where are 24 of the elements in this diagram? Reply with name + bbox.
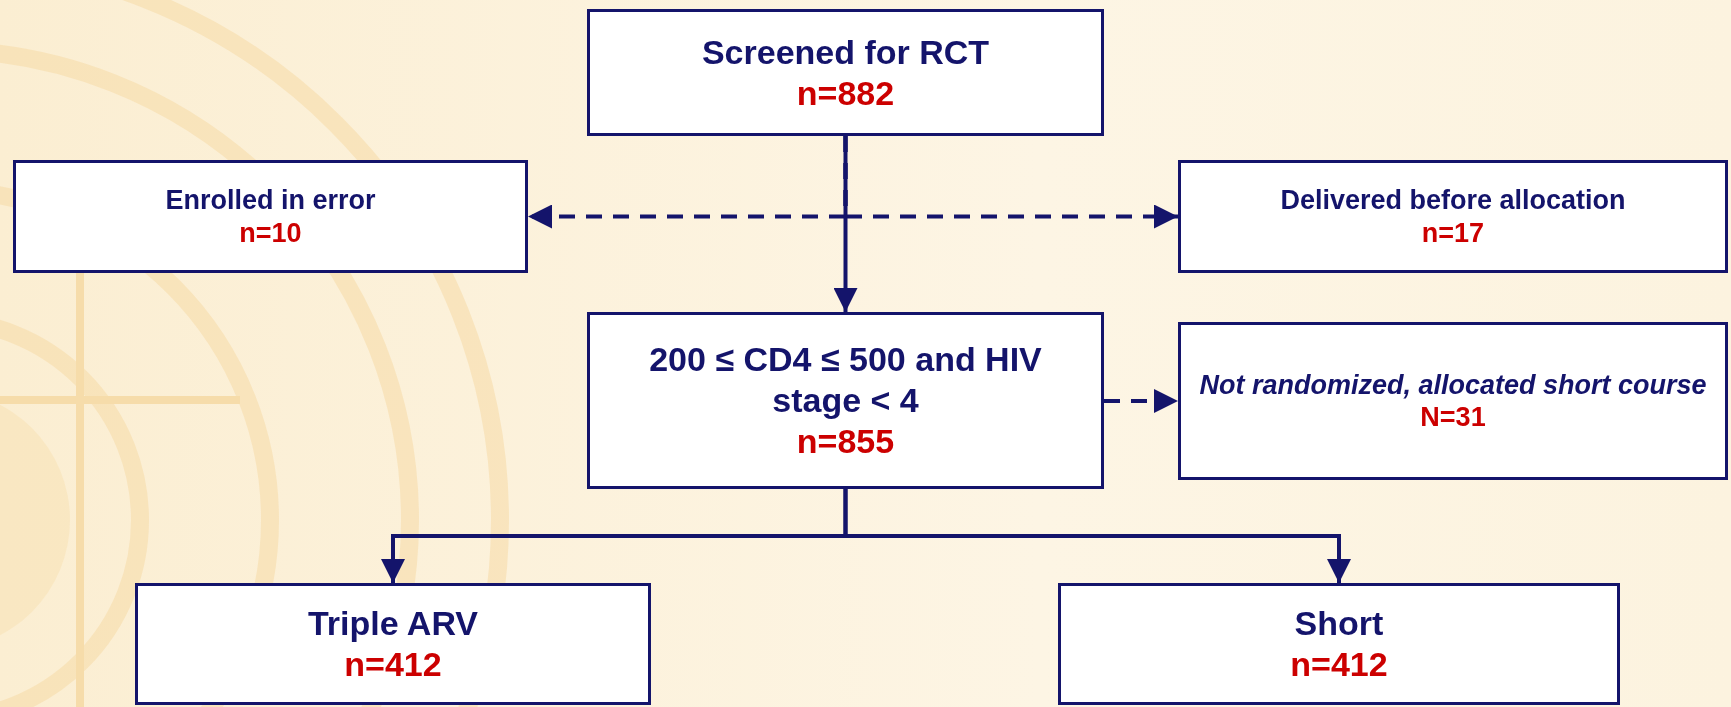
box-heading: Short: [1293, 603, 1385, 644]
process-box: [135, 583, 651, 705]
process-box: [1178, 322, 1728, 480]
box-heading: Screened for RCT: [700, 31, 991, 73]
process-box: [1058, 583, 1620, 705]
count-label: n=17: [1420, 216, 1486, 249]
process-box: [587, 9, 1104, 136]
arrow: [1104, 389, 1178, 413]
box-heading: 200 ≤ CD4 ≤ 500 and HIV stage < 4: [648, 339, 1043, 421]
process-box: [1178, 160, 1728, 273]
box-heading: Delivered before allocation: [1279, 184, 1627, 217]
box-heading: Triple ARV: [306, 603, 480, 644]
box-heading: Not randomized, allocated short course: [1198, 368, 1708, 401]
count-label: N=31: [1419, 401, 1487, 434]
count-label: n=412: [343, 644, 443, 685]
arrow: [843, 489, 1351, 583]
count-label: n=855: [795, 420, 896, 462]
arrow: [843, 136, 1178, 229]
count-label: n=10: [238, 216, 303, 249]
process-box: [587, 312, 1104, 489]
count-label: n=412: [1289, 644, 1389, 685]
box-heading: Enrolled in error: [164, 184, 377, 217]
count-label: n=882: [795, 72, 896, 114]
process-box: [13, 160, 528, 273]
